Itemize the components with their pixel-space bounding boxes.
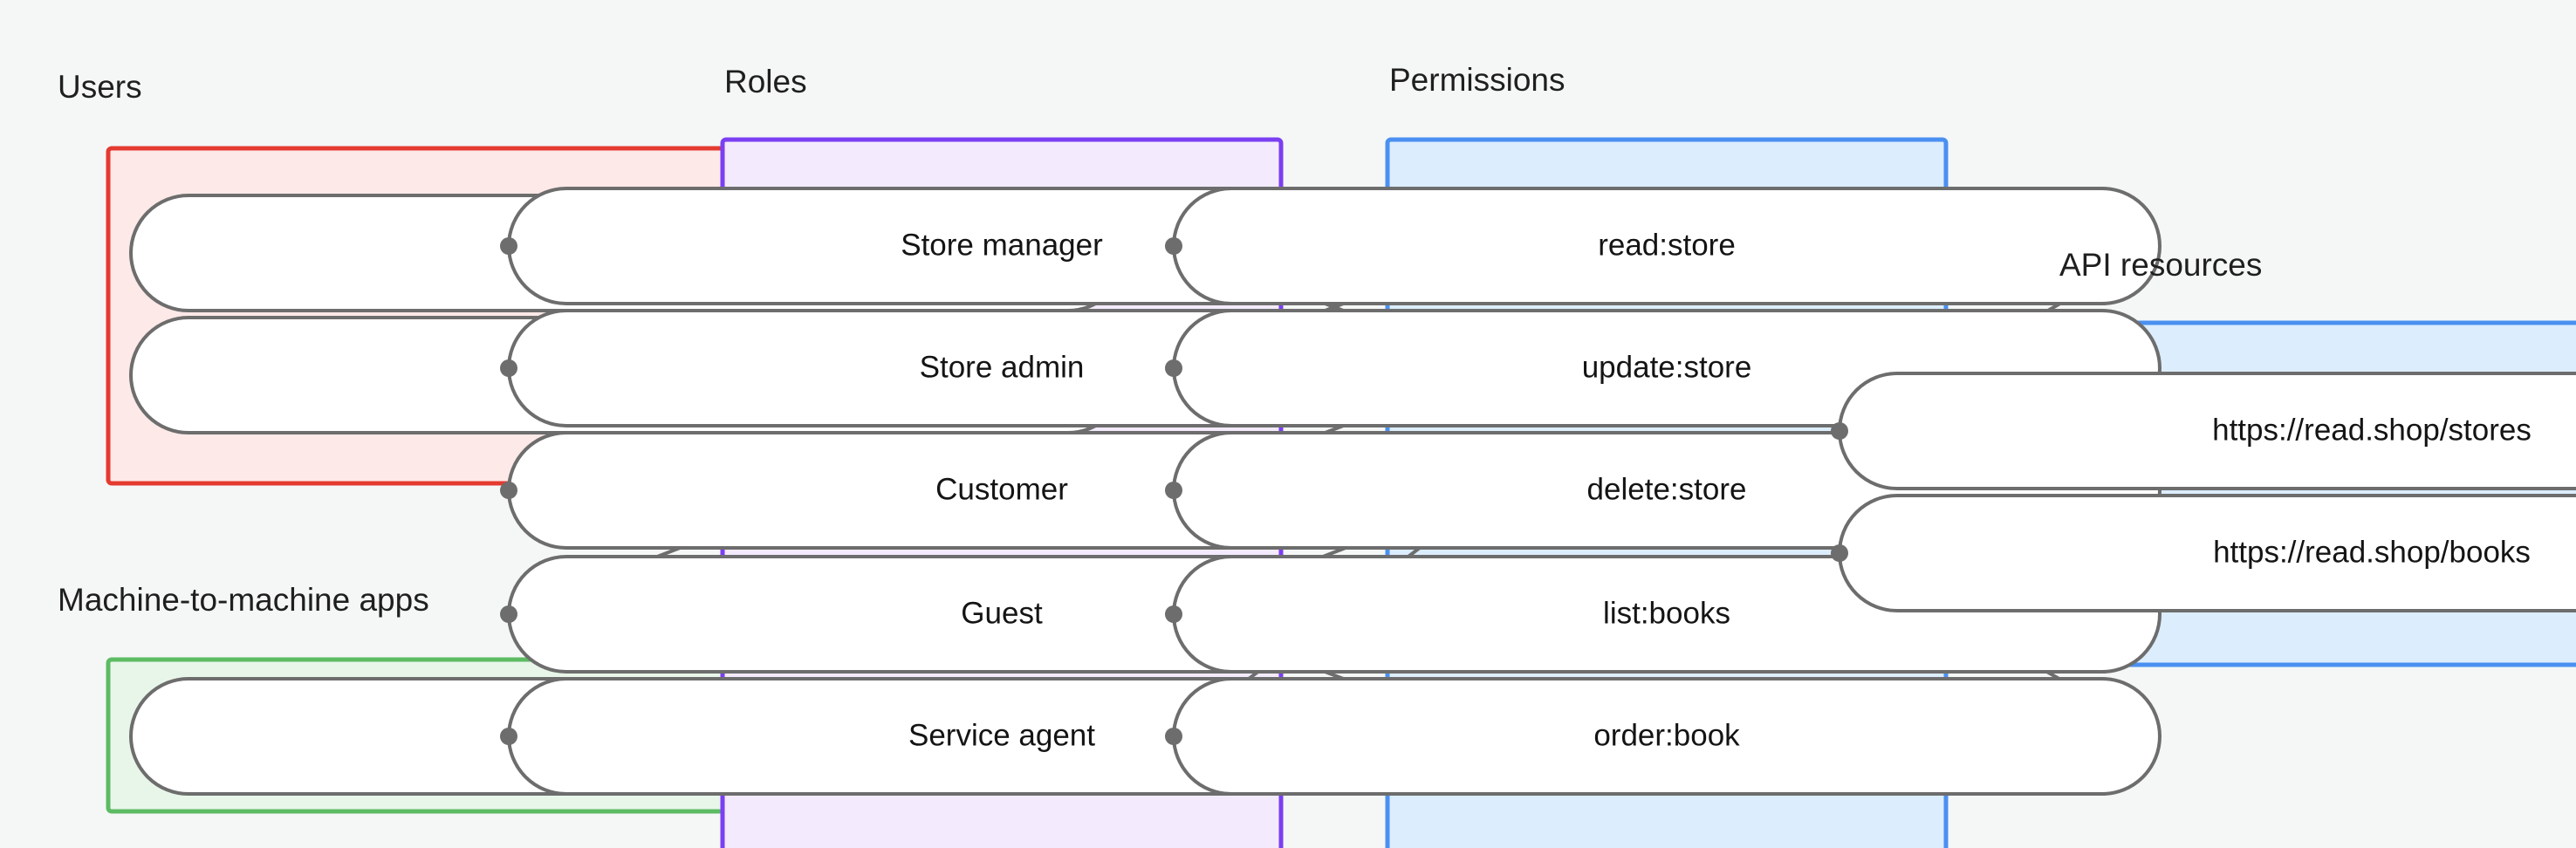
endpoint-dot-delete-store bbox=[1165, 482, 1182, 499]
group-label-permissions: Permissions bbox=[1389, 62, 1565, 98]
endpoint-dots-layer bbox=[500, 237, 1848, 745]
node-label-customer: Customer bbox=[935, 472, 1068, 506]
node-label-read-store: read:store bbox=[1598, 228, 1736, 262]
group-label-roles: Roles bbox=[724, 64, 807, 99]
node-label-res-books: https://read.shop/books bbox=[2213, 535, 2531, 569]
group-label-users: Users bbox=[58, 69, 142, 105]
group-label-api-resources: API resources bbox=[2059, 247, 2262, 283]
node-label-store-manager: Store manager bbox=[901, 228, 1103, 262]
endpoint-dot-read-store bbox=[1165, 237, 1182, 255]
node-label-delete-store: delete:store bbox=[1587, 472, 1747, 506]
node-label-update-store: update:store bbox=[1582, 350, 1752, 384]
node-label-order-book: order:book bbox=[1593, 718, 1740, 752]
endpoint-dot-list-books bbox=[1165, 605, 1182, 623]
node-label-list-books: list:books bbox=[1603, 596, 1730, 630]
endpoint-dot-res-stores bbox=[1831, 422, 1848, 440]
endpoint-dot-guest bbox=[500, 605, 517, 623]
endpoint-dot-update-store bbox=[1165, 359, 1182, 377]
node-label-service-agent: Service agent bbox=[908, 718, 1095, 752]
endpoint-dot-store-manager bbox=[500, 237, 517, 255]
node-label-res-stores: https://read.shop/stores bbox=[2212, 413, 2531, 447]
endpoint-dot-res-books bbox=[1831, 544, 1848, 562]
endpoint-dot-customer bbox=[500, 482, 517, 499]
endpoint-dot-order-book bbox=[1165, 728, 1182, 745]
group-label-m2m: Machine-to-machine apps bbox=[58, 582, 429, 618]
node-label-guest: Guest bbox=[961, 596, 1043, 630]
endpoint-dot-store-admin bbox=[500, 359, 517, 377]
endpoint-dot-service-agent bbox=[500, 728, 517, 745]
node-label-store-admin: Store admin bbox=[920, 350, 1085, 384]
